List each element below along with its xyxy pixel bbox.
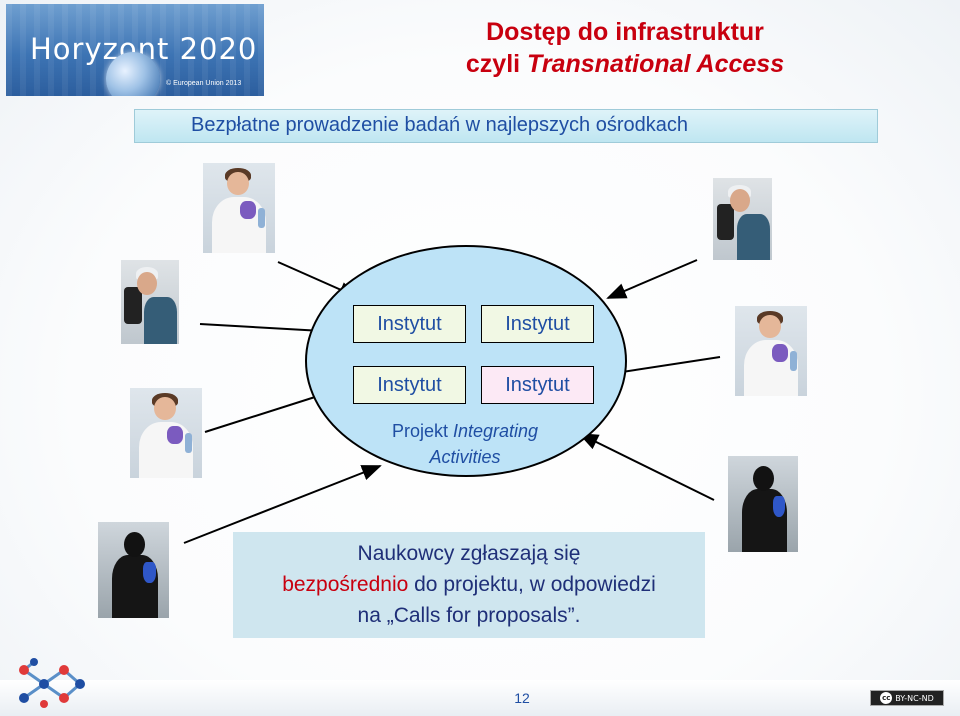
note-box: Naukowcy zgłaszają się bezpośrednio do p… — [233, 532, 705, 638]
arrow-top-right — [606, 259, 698, 299]
hub-label-prefix: Projekt — [391, 421, 453, 441]
network-logo-icon — [19, 658, 85, 708]
globe-icon — [106, 52, 160, 96]
integrating-activities-hub — [305, 245, 627, 477]
researcher-photo — [121, 260, 179, 344]
arrow-bottom-right — [578, 433, 715, 501]
researcher-photo — [713, 178, 772, 260]
note-line-3: na „Calls for proposals”. — [357, 604, 581, 627]
note-line-2-rest: do projektu, w odpowiedzi — [408, 573, 656, 596]
title-line-1: Dostęp do infrastruktur — [486, 18, 764, 46]
researcher-photo — [728, 456, 798, 552]
title-line-2-prefix: czyli — [465, 50, 528, 78]
title-line-2-italic: Transnational Access — [527, 50, 785, 78]
slide-title: Dostęp do infrastruktur czyli Transnatio… — [380, 16, 870, 80]
researcher-photo — [203, 163, 275, 253]
arrow-bottom-left — [183, 465, 382, 544]
hub-label-line-2: Activities — [429, 447, 501, 467]
institute-box: Instytut — [481, 305, 594, 343]
horizon-2020-logo: Horyzont 2020 © European Union 2013 — [6, 4, 264, 96]
creative-commons-badge: cc BY-NC-ND — [870, 690, 944, 706]
hub-label: Projekt Integrating Activities — [370, 418, 560, 470]
institute-box: Instytut — [353, 305, 466, 343]
title-line-2: czyli Transnational Access — [380, 48, 870, 80]
page-number: 12 — [514, 690, 530, 706]
subtitle-text: Bezpłatne prowadzenie badań w najlepszyc… — [191, 114, 688, 136]
subtitle-banner: Bezpłatne prowadzenie badań w najlepszyc… — [134, 109, 878, 143]
hub-label-italic-1: Integrating — [452, 421, 539, 441]
researcher-photo — [98, 522, 169, 618]
cc-icon: cc — [880, 692, 893, 704]
note-emphasis: bezpośrednio — [282, 573, 409, 596]
license-text: BY-NC-ND — [895, 693, 934, 703]
researcher-photo — [130, 388, 202, 478]
footer-bar — [0, 680, 960, 716]
note-line-1: Naukowcy zgłaszają się — [357, 542, 581, 565]
hub-label-line-1: Projekt Integrating — [370, 418, 560, 444]
note-line-2: bezpośrednio do projektu, w odpowiedzi — [233, 573, 705, 597]
institute-box: Instytut — [353, 366, 466, 404]
researcher-photo — [735, 306, 807, 396]
institute-box: Instytut — [481, 366, 594, 404]
logo-copyright: © European Union 2013 — [166, 80, 242, 87]
